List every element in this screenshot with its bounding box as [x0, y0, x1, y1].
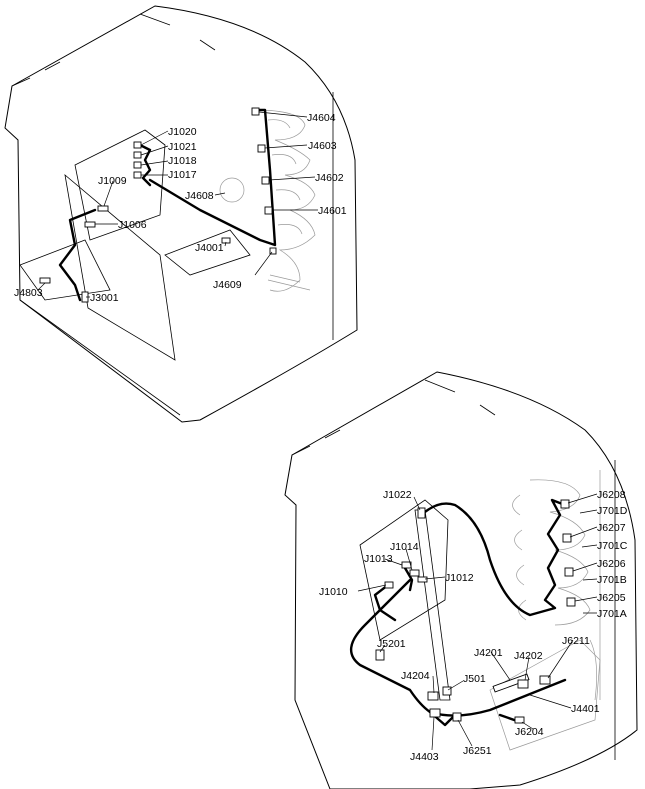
top-printer-diagram: J1020 J1021 J1018 J1017 J1009 J1006 J460… — [4, 5, 358, 423]
top-gear — [219, 177, 245, 203]
top-chassis-base — [19, 299, 181, 416]
top-frame-panel — [64, 173, 176, 361]
label-j4202: J4202 — [514, 650, 543, 662]
bottom-cartridge-stack — [512, 470, 601, 701]
label-j1012: J1012 — [445, 572, 474, 584]
label-j1018: J1018 — [168, 155, 197, 167]
label-j6211: J6211 — [562, 635, 590, 647]
label-j1006: J1006 — [118, 219, 147, 231]
label-j4601: J4601 — [318, 205, 347, 217]
top-cable-main — [148, 108, 277, 247]
bottom-chassis-outline — [284, 371, 638, 789]
label-j4604: J4604 — [307, 112, 336, 124]
label-j4602: J4602 — [315, 172, 344, 184]
label-j1010: J1010 — [319, 586, 348, 598]
label-j1014: J1014 — [390, 541, 419, 553]
label-j4201: J4201 — [474, 647, 503, 659]
bottom-cable-j1013 — [403, 566, 414, 592]
label-j6208: J6208 — [597, 489, 626, 501]
label-j4803: J4803 — [14, 287, 43, 299]
bottom-board-panel — [359, 499, 449, 641]
label-j701a: J701A — [597, 608, 627, 620]
label-j701d: J701D — [597, 505, 628, 517]
label-j4608: J4608 — [185, 190, 214, 202]
label-j6251: J6251 — [463, 745, 492, 757]
label-j5201: J5201 — [377, 638, 406, 650]
label-j501: J501 — [463, 673, 486, 685]
label-j4204: J4204 — [401, 670, 430, 682]
label-j6206: J6206 — [597, 558, 626, 570]
bottom-cable-left — [373, 583, 397, 622]
label-j701b: J701B — [597, 574, 627, 586]
label-j1013: J1013 — [364, 553, 393, 565]
label-j6204: J6204 — [515, 726, 544, 738]
label-j1022: J1022 — [383, 489, 412, 501]
top-chassis-edge — [11, 13, 216, 87]
top-cartridge-stack — [254, 109, 316, 292]
label-j4401: J4401 — [571, 703, 600, 715]
label-j1021: J1021 — [168, 141, 197, 153]
bottom-chassis-edge — [291, 379, 496, 456]
top-leaders — [37, 111, 318, 298]
top-cable-board — [138, 143, 152, 187]
top-chassis-outline — [4, 5, 358, 423]
top-cable-left — [58, 208, 97, 302]
label-j4609: J4609 — [213, 279, 242, 291]
label-j1020: J1020 — [168, 126, 197, 138]
label-j1009: J1009 — [98, 175, 127, 187]
bottom-printer-diagram: J1022 J1014 J1013 J1012 J1010 J5201 J420… — [284, 371, 638, 789]
top-small-panel — [164, 229, 251, 276]
top-connectors — [39, 107, 277, 303]
top-floor-panel — [19, 239, 111, 301]
label-j3001: J3001 — [90, 292, 119, 304]
label-j4403: J4403 — [410, 751, 439, 763]
label-j1017: J1017 — [168, 169, 197, 181]
label-j4603: J4603 — [308, 140, 337, 152]
bottom-cable-lower — [350, 578, 567, 717]
label-j4001: J4001 — [195, 242, 224, 254]
bottom-connectors — [375, 499, 576, 724]
bottom-fuser-block — [489, 639, 601, 751]
bottom-cable-main — [423, 498, 567, 617]
label-j6205: J6205 — [597, 592, 626, 604]
label-j701c: J701C — [597, 540, 628, 552]
bottom-leaders — [357, 493, 598, 751]
top-board-panel — [74, 129, 166, 241]
label-j6207: J6207 — [597, 522, 626, 534]
